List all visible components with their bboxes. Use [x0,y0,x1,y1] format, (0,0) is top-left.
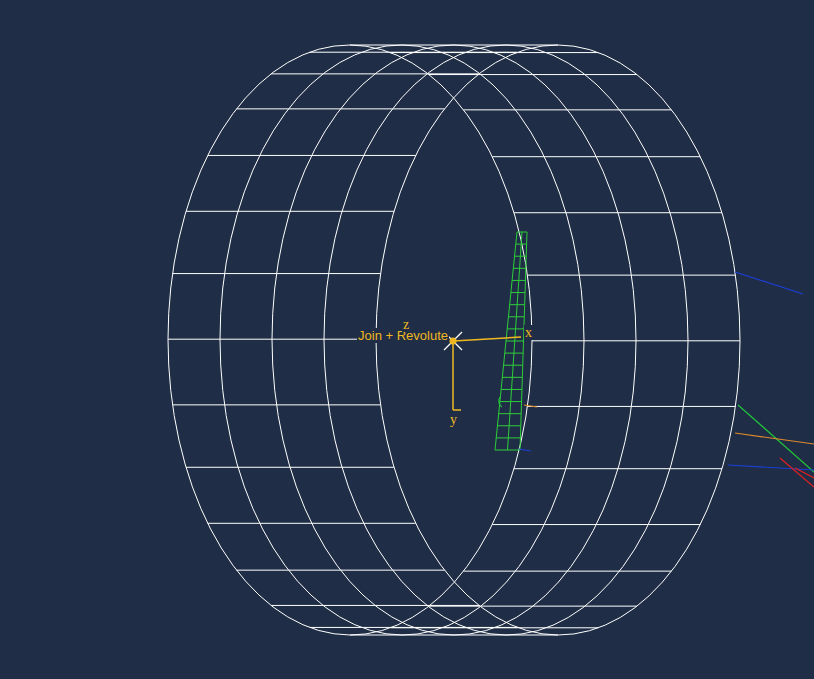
mesh-line [492,156,700,157]
mesh-line [514,212,722,213]
mesh-line [208,155,416,156]
mesh-line [492,524,700,525]
mesh-line [173,273,381,274]
red-line [780,458,814,487]
mesh-line [237,570,445,571]
axis-label: z [402,317,410,333]
mesh-line [429,74,637,75]
mesh-line [324,45,688,635]
connector-lines [499,272,814,487]
axis-label: x [524,325,533,341]
green-mesh-line [508,232,523,450]
mesh-line [173,404,381,405]
mesh-line [186,211,394,212]
mesh-line [237,108,445,109]
mesh-line [208,523,416,524]
axis-label: y [449,412,458,428]
mesh-line [350,635,558,636]
mesh-line [271,605,479,606]
mesh-line [310,627,518,628]
green-strip-mesh [495,232,527,450]
mesh-line [350,45,558,46]
blue-line [735,272,803,294]
orange-line [735,433,814,444]
mesh-line [514,468,722,469]
mesh-line [463,571,671,572]
mesh-line [463,109,671,110]
green-mark [499,397,502,407]
mesh-line [390,52,598,53]
label-text: z [402,317,410,332]
blue-line [519,449,531,451]
origin-dot [450,338,457,345]
mesh-line [186,467,394,468]
orange-line [524,405,537,407]
label-text: x [524,325,533,340]
mesh-line [527,275,735,276]
y-axis-tick [453,409,461,411]
ring-mesh [168,45,740,635]
green-mesh-line [520,232,527,450]
mesh-line [168,45,532,635]
y-axis [452,341,454,410]
x-axis [453,337,521,341]
mesh-line [168,339,376,340]
mesh-line [527,406,735,407]
green-mesh-line [495,232,517,450]
mesh-line [272,45,636,635]
mesh-line [220,45,584,635]
mesh-line [532,340,740,341]
blue-line [728,465,814,470]
axis-triad [444,332,521,410]
red-line [795,468,814,478]
label-text: y [449,412,458,427]
